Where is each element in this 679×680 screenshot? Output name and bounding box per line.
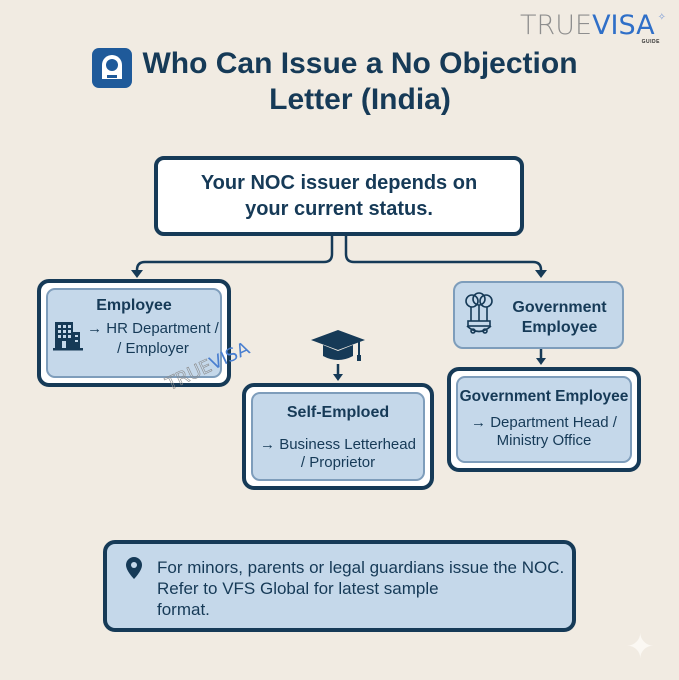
self-employed-title: Self-Emploed [286, 404, 390, 421]
id-badge-icon [92, 48, 132, 88]
logo-text-visa: VISA [592, 10, 655, 41]
truevisa-logo: TRUEVISA ✧ GUIDE [520, 10, 670, 50]
intro-box: Your NOC issuer depends on your current … [154, 156, 524, 236]
location-pin-icon [126, 557, 142, 584]
employee-issuer-line2: / Employer [117, 340, 189, 357]
government-employee-issuer-card: Government Employee → Department Head / … [447, 367, 641, 472]
government-employee-title: Government Employee [512, 299, 607, 336]
note-line3: format. [157, 600, 210, 619]
note-line1: For minors, parents or legal guardians i… [157, 558, 565, 577]
logo-subtext: GUIDE [641, 39, 660, 45]
government-issuer-line2: Ministry Office [496, 432, 592, 449]
graduation-cap-icon [309, 328, 367, 369]
self-employed-issuer-line1: → Business Letterhead [260, 436, 416, 453]
employee-issuer-line1: → HR Department / [87, 320, 219, 337]
intro-text: Your NOC issuer depends on your current … [200, 172, 478, 220]
note-box: For minors, parents or legal guardians i… [103, 540, 576, 632]
self-employed-card: Self-Emploed → Business Letterhead / Pro… [242, 383, 434, 490]
page-title: Who Can Issue a No Objection Letter (Ind… [142, 47, 578, 116]
logo-sparkle-icon: ✧ [657, 12, 666, 23]
employee-title: Employee [96, 297, 172, 314]
office-building-icon [53, 320, 83, 357]
self-employed-issuer-line2: / Proprietor [300, 454, 376, 471]
national-emblem-icon [463, 291, 495, 344]
logo-text-true: TRUE [520, 10, 593, 41]
employee-card: Employee → HR Department / / Employer [37, 279, 231, 387]
note-line2: Refer to VFS Global for latest sample [157, 579, 439, 598]
government-employee-card: Government Employee [453, 281, 624, 349]
sparkle-icon: ✦ [626, 628, 655, 666]
government-issuer-title: Government Employee [459, 388, 629, 405]
government-issuer-line1: → Department Head / [471, 414, 617, 431]
